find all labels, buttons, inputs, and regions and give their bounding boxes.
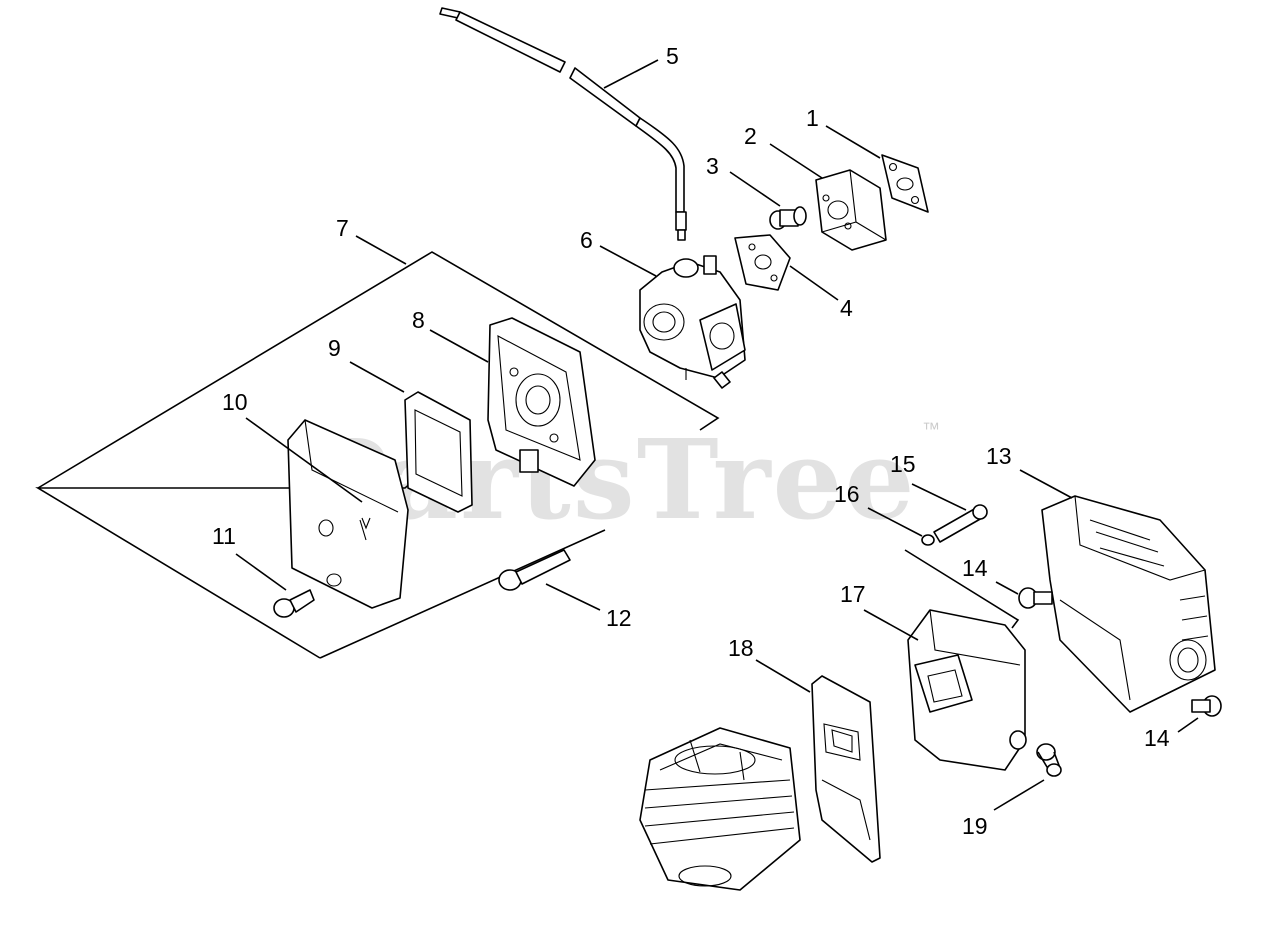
washer[interactable] xyxy=(921,534,935,546)
callout-3[interactable]: 3 xyxy=(706,153,719,179)
callout-5[interactable]: 5 xyxy=(666,43,679,69)
carburetor-gasket[interactable] xyxy=(734,234,791,291)
air-cleaner-cover[interactable] xyxy=(287,419,409,609)
callout-15[interactable]: 15 xyxy=(890,451,916,477)
insulator-gasket[interactable] xyxy=(881,154,929,213)
callout-labels: 1 2 3 4 5 6 7 8 9 10 11 12 13 14 14 15 1… xyxy=(212,43,1170,839)
assembly-bracket-muffler xyxy=(904,549,1020,629)
carburetor[interactable] xyxy=(639,255,746,389)
callout-2[interactable]: 2 xyxy=(744,123,757,149)
callout-8[interactable]: 8 xyxy=(412,307,425,333)
callout-4[interactable]: 4 xyxy=(840,295,853,321)
callout-9[interactable]: 9 xyxy=(328,335,341,361)
callout-18[interactable]: 18 xyxy=(728,635,754,661)
screw-muffler-upper[interactable] xyxy=(1018,587,1053,609)
watermark-trademark: ™ xyxy=(922,419,940,439)
callout-7[interactable]: 7 xyxy=(336,215,349,241)
callout-14-upper[interactable]: 14 xyxy=(962,555,988,581)
screw-small[interactable] xyxy=(273,589,315,618)
air-cleaner-base[interactable] xyxy=(487,317,596,487)
leader-lines xyxy=(235,59,1199,811)
muffler-cover[interactable] xyxy=(1041,495,1216,713)
muffler[interactable] xyxy=(907,609,1027,771)
callout-16[interactable]: 16 xyxy=(834,481,860,507)
callout-12[interactable]: 12 xyxy=(606,605,632,631)
callout-10[interactable]: 10 xyxy=(222,389,248,415)
callout-19[interactable]: 19 xyxy=(962,813,988,839)
engine-cylinder xyxy=(639,727,801,891)
throttle-cable[interactable] xyxy=(439,7,687,241)
bolt-long[interactable] xyxy=(498,549,571,591)
air-filter[interactable] xyxy=(404,391,473,513)
screw-muffler-lower[interactable] xyxy=(1191,695,1222,717)
bolt-muffler[interactable] xyxy=(933,504,988,543)
callout-14-lower[interactable]: 14 xyxy=(1144,725,1170,751)
callout-13[interactable]: 13 xyxy=(986,443,1012,469)
insulator[interactable] xyxy=(815,169,887,251)
callout-6[interactable]: 6 xyxy=(580,227,593,253)
spacer[interactable] xyxy=(1036,743,1062,777)
callout-17[interactable]: 17 xyxy=(840,581,866,607)
callout-1[interactable]: 1 xyxy=(806,105,819,131)
fitting[interactable] xyxy=(769,206,807,230)
callout-11[interactable]: 11 xyxy=(212,523,236,549)
muffler-gasket[interactable] xyxy=(811,675,881,863)
